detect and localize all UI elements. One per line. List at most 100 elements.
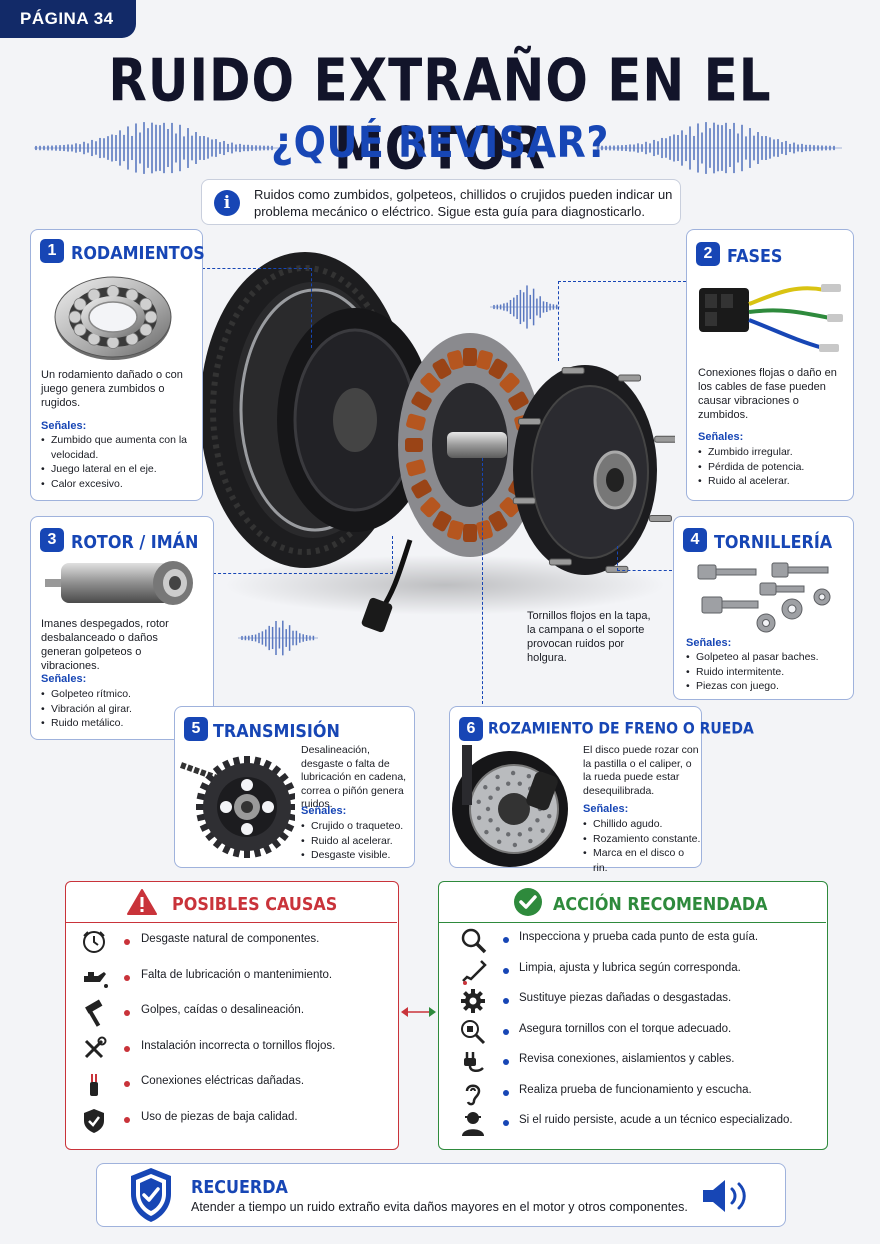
signals-label: Señales:: [301, 805, 347, 817]
clock-icon: [83, 931, 105, 953]
signals-label: Señales:: [41, 673, 87, 685]
section-description: Tornillos flojos en la tapa, la campana …: [527, 610, 651, 664]
causes-title: POSIBLES CAUSAS: [172, 893, 338, 915]
section-number: 5: [184, 717, 208, 741]
bolts-icon: [697, 562, 831, 633]
signals-label: Señales:: [698, 431, 744, 443]
list-item-text: Instalación incorrecta o tornillos flojo…: [141, 1039, 336, 1052]
section-title: TORNILLERÍA: [714, 531, 833, 553]
signals-list: Zumbido irregular. Pérdida de potencia. …: [698, 445, 846, 489]
list-bullet: [503, 937, 509, 943]
section-number: 1: [40, 239, 64, 263]
section-card-rotor: 3 ROTOR / IMÁN Imanes despegados, rotor …: [30, 516, 214, 740]
signal-item: Juego lateral en el eje.: [41, 462, 191, 477]
list-bullet: [124, 1010, 130, 1016]
list-bullet: [124, 974, 130, 981]
sprocket-icon: [179, 756, 295, 858]
tools-icon: [84, 1036, 107, 1058]
section-title: ROZAMIENTO DE FRENO O RUEDA: [488, 720, 754, 738]
cable-icon: [90, 1074, 98, 1096]
info-icon: i: [214, 190, 240, 216]
section-card-transmision: 5 TRANSMISIÓN Desalineación, desgaste o …: [174, 706, 415, 868]
hub-motor-illustration: [200, 252, 675, 633]
signal-item: Ruido intermitente.: [686, 665, 848, 680]
shield-check-icon: [131, 1168, 171, 1222]
hammer-icon: [85, 999, 103, 1027]
list-item-text: Revisa conexiones, aislamientos y cables…: [519, 1053, 735, 1065]
list-bullet: [124, 1116, 130, 1123]
list-bullet: [503, 998, 509, 1004]
signal-item: Calor excesivo.: [41, 477, 191, 492]
list-item-text: Conexiones eléctricas dañadas.: [141, 1075, 305, 1087]
info-text: Ruidos como zumbidos, golpeteos, chillid…: [254, 187, 673, 219]
remember-title: RECUERDA: [191, 1176, 288, 1198]
section-description: Un rodamiento dañado o con juego genera …: [41, 369, 183, 409]
signal-item: Crujido o traqueteo.: [301, 819, 413, 834]
page-subtitle: ¿QUÉ REVISAR?: [271, 118, 609, 168]
section-number: 6: [459, 717, 483, 741]
signal-item: Piezas con juego.: [686, 679, 848, 694]
list-item-text: Realiza prueba de funcionamiento y escuc…: [519, 1083, 752, 1096]
list-item-text: Uso de piezas de baja calidad.: [141, 1110, 298, 1123]
section-title: FASES: [727, 245, 783, 267]
list-bullet: [503, 1028, 509, 1035]
check-circle-icon: [514, 888, 542, 916]
list-item-text: Sustituye piezas dañadas o desgastadas.: [519, 992, 732, 1004]
phase-connector-icon: [699, 284, 843, 352]
technician-icon: [462, 1112, 484, 1136]
signal-item: Zumbido irregular.: [698, 445, 846, 460]
list-bullet: [503, 1089, 509, 1096]
signals-list: Chillido agudo. Rozamiento constante. Ma…: [583, 817, 701, 875]
rotor-icon: [45, 561, 193, 605]
causes-panel: POSIBLES CAUSAS Desgaste natural de comp…: [65, 881, 399, 1150]
section-description: Conexiones flojas o daño en los cables d…: [698, 367, 837, 421]
section-card-rodamientos: 1 RODAMIENTOS Un rodamiento dañado o con…: [30, 229, 205, 501]
sound-wave-small-icon: [238, 620, 318, 656]
section-number: 3: [40, 528, 64, 552]
list-item-text: Asegura tornillos con el torque adecuado…: [519, 1022, 732, 1035]
section-description: El disco puede rozar con la pastilla o e…: [583, 744, 699, 797]
double-arrow-icon: [401, 1007, 436, 1017]
section-title: TRANSMISIÓN: [213, 720, 340, 742]
signals-label: Señales:: [583, 803, 629, 815]
inspect-bolt-icon: [461, 1019, 486, 1044]
actions-panel: ACCIÓN RECOMENDADA Inspecciona y prueba …: [438, 881, 828, 1150]
signal-item: Golpeteo rítmico.: [41, 687, 201, 702]
section-card-rozamiento: 6 ROZAMIENTO DE FRENO O RUEDA El disco p…: [449, 706, 754, 874]
remember-text: Atender a tiempo un ruido extraño evita …: [191, 1200, 688, 1214]
actions-title: ACCIÓN RECOMENDADA: [553, 893, 768, 915]
list-bullet: [124, 1045, 130, 1052]
brake-disc-icon: [452, 745, 568, 867]
signals-label: Señales:: [686, 637, 732, 649]
signal-item: Ruido metálico.: [41, 716, 201, 731]
connector-line: [558, 281, 686, 361]
connector-line: [617, 546, 672, 571]
list-bullet: [124, 1081, 130, 1087]
list-item-text: Golpes, caídas o desalineación.: [141, 1004, 305, 1016]
signal-item: Pérdida de potencia.: [698, 460, 846, 475]
section-title: RODAMIENTOS: [71, 242, 205, 264]
connector-line: [482, 458, 483, 704]
magnifier-icon: [461, 928, 487, 954]
signals-list: Crujido o traqueteo. Ruido al acelerar. …: [301, 819, 413, 863]
list-bullet: [503, 967, 509, 974]
signal-item: Vibración al girar.: [41, 702, 201, 717]
sound-wave-small-icon: [490, 285, 560, 329]
actions-header: ACCIÓN RECOMENDADA: [439, 882, 826, 923]
signal-item: Rozamiento constante.: [583, 832, 701, 847]
signals-list: Golpeteo al pasar baches. Ruido intermit…: [686, 650, 848, 694]
list-item-text: Inspecciona y prueba cada punto de esta …: [519, 931, 759, 943]
oil-dropper-icon: [462, 959, 487, 985]
signals-list: Zumbido que aumenta con la velocidad. Ju…: [41, 433, 191, 491]
oil-can-icon: [84, 971, 108, 988]
connector-line: [202, 268, 312, 348]
plug-icon: [464, 1052, 484, 1072]
connector-line: [213, 536, 393, 574]
section-card-fases: 2 FASES Conexiones flojas o daño en los …: [686, 229, 854, 501]
causes-header: POSIBLES CAUSAS: [66, 882, 397, 923]
signal-item: Ruido al acelerar.: [698, 474, 846, 489]
section-number: 4: [683, 528, 707, 552]
list-item-text: Falta de lubricación o mantenimiento.: [141, 968, 333, 981]
section-description: Imanes despegados, rotor desbalanceado o…: [41, 618, 169, 672]
signal-item: Desgaste visible.: [301, 848, 413, 863]
